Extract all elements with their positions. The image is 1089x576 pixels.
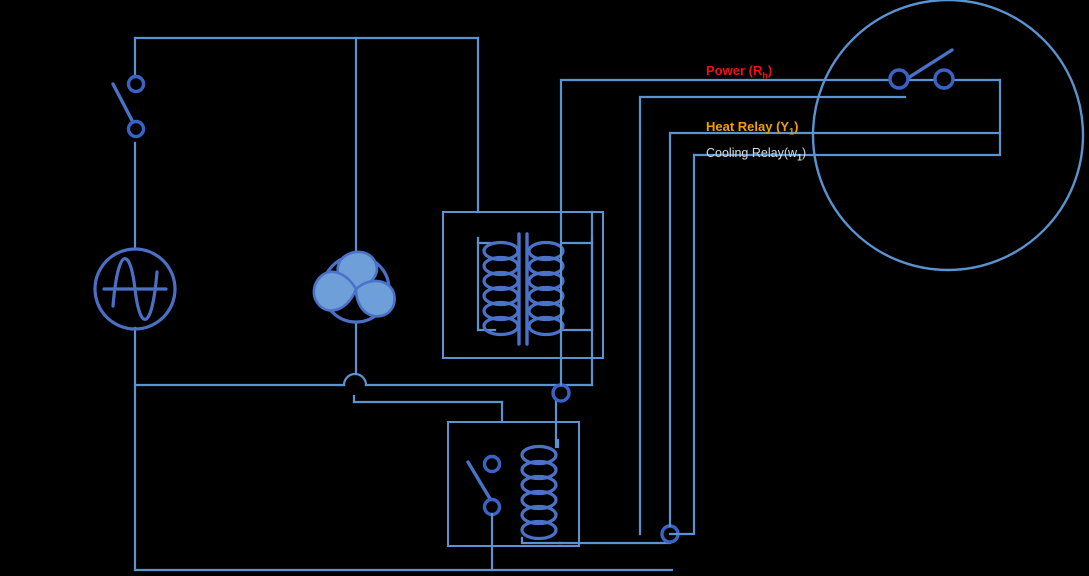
relay-coil-lead-bottom — [520, 536, 562, 545]
label-power-subscript: h — [762, 70, 768, 81]
thermostat-return-down-wire — [668, 153, 696, 536]
wire-hop-crossover — [342, 372, 368, 387]
label-power-R: Power (Rh) — [706, 63, 772, 81]
power-R-wire — [559, 78, 1002, 387]
label-heat-text: Heat Relay (Y — [706, 119, 790, 134]
relay-contact-terminal-top[interactable] — [482, 454, 502, 474]
label-cooling-subscript: 1 — [797, 152, 803, 163]
heat-relay-Y-wire — [638, 95, 907, 536]
transformer-primary-winding — [482, 240, 520, 337]
relay-enclosure — [447, 421, 580, 547]
control-relay — [447, 396, 672, 572]
step-down-transformer — [442, 211, 604, 359]
cooling-relay-W-wire — [668, 131, 1002, 528]
switch-terminal-top[interactable] — [126, 74, 146, 94]
ac-voltage-source — [93, 247, 177, 331]
transformer-enclosure — [442, 211, 604, 359]
blower-fan-motor — [312, 250, 396, 324]
junction-nodes — [551, 383, 680, 544]
transformer-secondary-lead-top — [560, 236, 594, 245]
main-power-loop-wires — [133, 36, 674, 572]
label-cooling-relay-W: Cooling Relay(w1) — [706, 146, 806, 163]
relay-contact-terminal-bottom[interactable] — [482, 497, 502, 517]
label-cooling-text: Cooling Relay(w — [706, 146, 798, 160]
label-heat-suffix: ) — [794, 119, 799, 134]
thermostat-terminal-right[interactable] — [933, 68, 955, 90]
junction-node-transformer-secondary — [551, 383, 571, 403]
label-heat-relay-Y: Heat Relay (Y1) — [706, 119, 798, 137]
switch-blade[interactable] — [111, 82, 137, 128]
ac-source-sine-wave — [111, 257, 159, 321]
label-heat-subscript: 1 — [789, 126, 795, 137]
thermostat-detail-view — [811, 0, 1085, 272]
label-power-text: Power (R — [706, 63, 763, 78]
thermostat-contact-blade[interactable] — [906, 48, 954, 80]
thermostat-return-wire — [692, 78, 1002, 157]
switch-terminal-bottom[interactable] — [126, 119, 146, 139]
line-disconnect-switch[interactable] — [111, 74, 146, 139]
ac-source-outline — [93, 247, 177, 331]
fan-blade-left — [312, 270, 358, 312]
relay-contact-blade[interactable] — [466, 460, 494, 504]
transformer-secondary-winding — [527, 240, 565, 337]
fan-blade-right — [354, 279, 396, 318]
detail-circle-outline — [811, 0, 1085, 272]
thermostat-terminal-left[interactable] — [888, 68, 910, 90]
thermostat-control-wiring — [559, 78, 1002, 536]
label-cooling-suffix: ) — [802, 146, 807, 160]
label-power-suffix: ) — [767, 63, 773, 78]
relay-coil-winding — [520, 444, 558, 541]
